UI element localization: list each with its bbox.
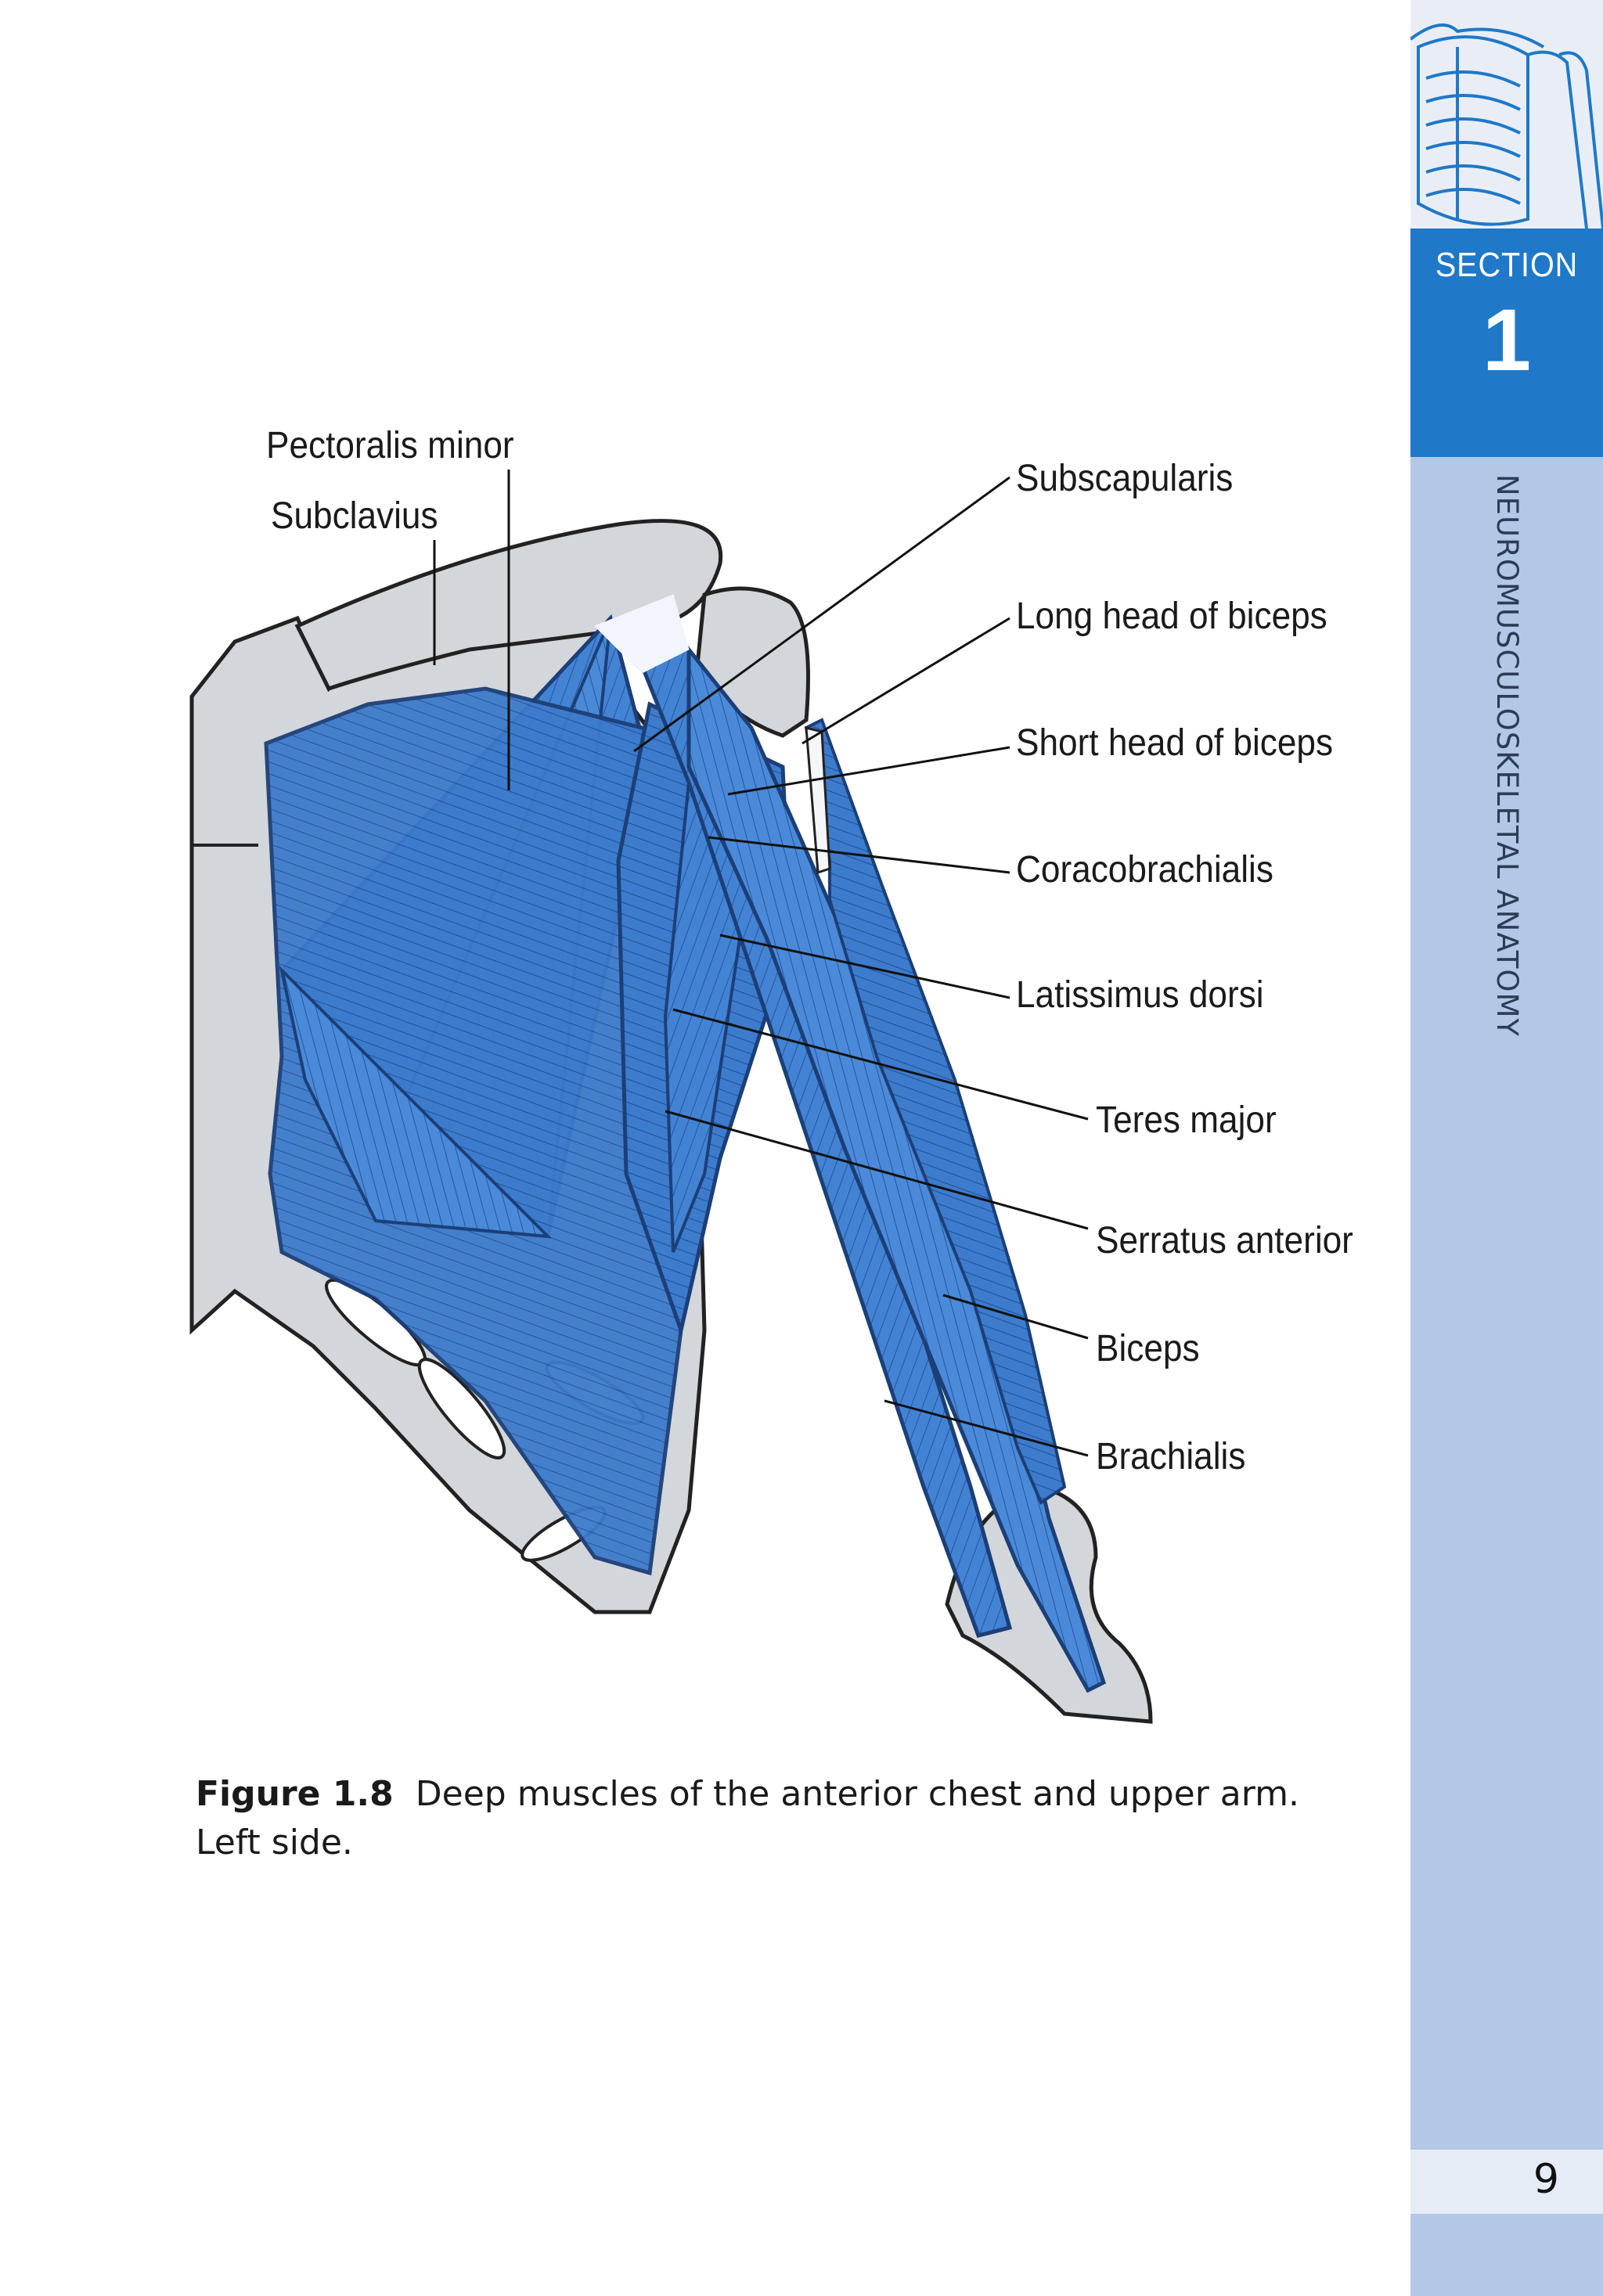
brachialis-muscle — [804, 718, 1067, 1505]
label-coracobrachialis: Coracobrachialis — [1016, 849, 1273, 891]
section-box: SECTION 1 — [1410, 229, 1603, 457]
label-brachialis: Brachialis — [1096, 1436, 1246, 1477]
page-number: 9 — [1533, 2156, 1559, 2203]
figure-caption: Figure 1.8 Deep muscles of the anterior … — [196, 1770, 1354, 1867]
skeleton-icon — [1409, 0, 1603, 229]
section-number: 1 — [1482, 291, 1532, 389]
label-subclavius: Subclavius — [271, 495, 438, 537]
page-number-box: 9 — [1410, 2150, 1603, 2214]
label-teres-major: Teres major — [1096, 1099, 1277, 1141]
anatomy-illustration — [189, 470, 1153, 1724]
label-short-head-of-biceps: Short head of biceps — [1016, 722, 1334, 764]
figure-caption-text: Deep muscles of the anterior chest and u… — [196, 1774, 1299, 1862]
label-latissimus-dorsi: Latissimus dorsi — [1016, 974, 1264, 1016]
leader-lines — [433, 470, 1089, 1457]
figure-number: Figure 1.8 — [196, 1774, 394, 1814]
label-pectoralis-minor: Pectoralis minor — [266, 425, 514, 466]
label-biceps: Biceps — [1096, 1328, 1200, 1369]
serratus-anterior-muscle — [264, 686, 691, 1576]
label-serratus-anterior: Serratus anterior — [1096, 1220, 1353, 1261]
running-title-text: NEUROMUSCULOSKELETAL ANATOMY — [1490, 474, 1524, 1038]
section-label: SECTION — [1435, 246, 1579, 284]
label-long-head-of-biceps: Long head of biceps — [1016, 596, 1327, 637]
label-subscapularis: Subscapularis — [1016, 458, 1234, 499]
biceps-muscle — [686, 643, 1107, 1693]
